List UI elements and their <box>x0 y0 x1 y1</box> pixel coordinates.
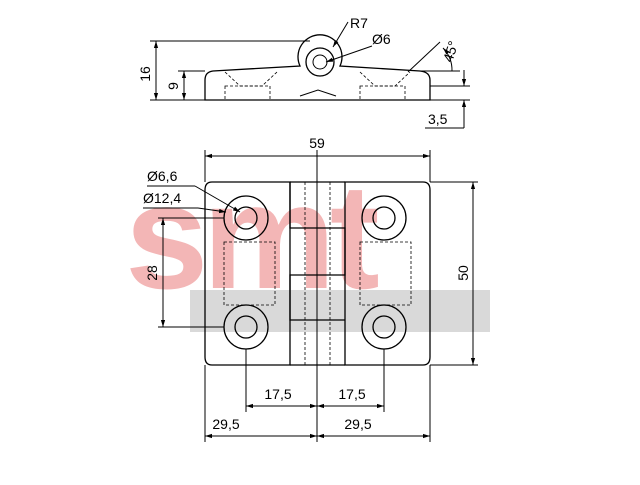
left-pocket <box>224 85 271 101</box>
angle-line-a <box>407 41 441 73</box>
dim-hole-offset-left: 17,5 <box>264 386 291 402</box>
dim-hole-offset-right: 17,5 <box>338 386 365 402</box>
pin-hole <box>305 47 335 77</box>
left-countersink <box>224 71 278 87</box>
dim-leaf-height: 9 <box>165 82 181 90</box>
dim-hole-diameter: Ø6,6 <box>147 168 178 184</box>
dim-pin-diameter: Ø6 <box>372 31 391 47</box>
left-pocket-hidden <box>223 241 276 306</box>
dim-angle: 45° <box>440 39 462 64</box>
right-leaf <box>344 181 431 366</box>
watermark: smt <box>125 152 490 332</box>
dim-width: 59 <box>309 135 325 151</box>
d6-leader <box>325 45 373 63</box>
left-leaf <box>204 181 291 366</box>
dim-half-width-left: 29,5 <box>212 416 239 432</box>
dim-counterbore-diameter: Ø12,4 <box>143 190 181 206</box>
side-body-outline <box>204 34 431 101</box>
dim-hole-pitch: 28 <box>144 265 160 281</box>
side-notch <box>299 89 337 97</box>
dim-radius: R7 <box>350 15 368 31</box>
d124-leader <box>197 207 227 214</box>
pin <box>312 54 328 70</box>
right-pocket <box>359 85 406 101</box>
front-view: 59 50 28 Ø6,6 Ø12,4 17,5 17,5 29,5 29,5 <box>143 135 478 442</box>
dim-thickness: 3,5 <box>428 111 448 127</box>
hole-top-right <box>361 195 407 241</box>
d66-leader <box>194 185 241 213</box>
angle-arc <box>442 47 453 72</box>
r7-leader <box>332 21 349 48</box>
knuckle-segments <box>289 182 346 321</box>
right-countersink <box>359 71 411 87</box>
dim-height: 50 <box>455 265 471 281</box>
dim-overall-height: 16 <box>137 66 153 82</box>
right-pocket-hidden <box>359 241 412 306</box>
side-view: 16 9 R7 Ø6 45° 3,5 <box>137 15 470 129</box>
watermark-bar <box>190 290 490 332</box>
dim-half-width-right: 29,5 <box>344 416 371 432</box>
